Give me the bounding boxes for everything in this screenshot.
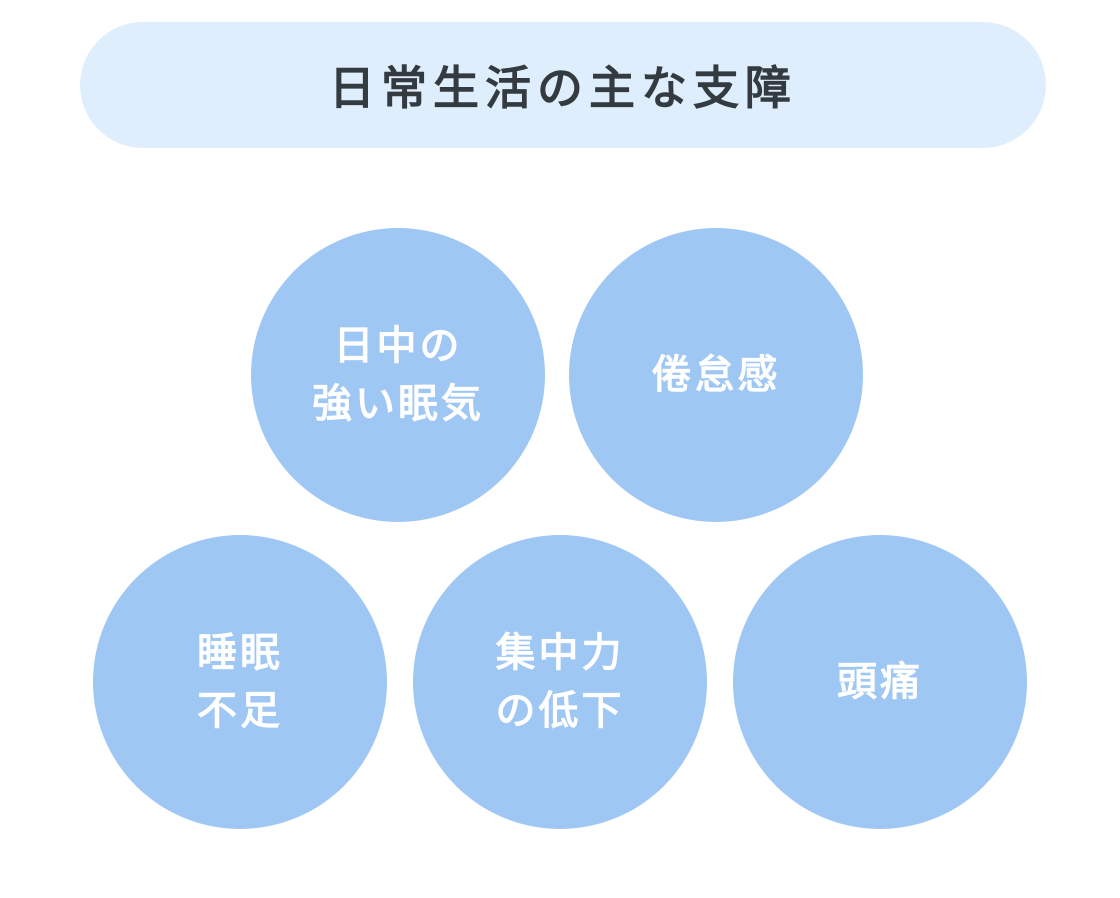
symptom-label-line: 日中の	[333, 323, 463, 369]
symptom-circle-concentration-loss: 集中力 の低下	[413, 535, 707, 829]
symptom-circle-daytime-sleepiness: 日中の 強い眠気	[251, 228, 545, 522]
title-banner: 日常生活の主な支障	[80, 22, 1046, 148]
symptom-label-line: の低下	[495, 688, 625, 734]
symptom-label-line: 強い眠気	[312, 381, 484, 427]
symptom-circle-sleep-deprivation: 睡眠 不足	[93, 535, 387, 829]
page-title: 日常生活の主な支障	[329, 61, 797, 115]
symptom-circle-fatigue: 倦怠感	[569, 228, 863, 522]
symptom-label-line: 倦怠感	[651, 352, 781, 398]
symptom-label-line: 集中力	[495, 630, 625, 676]
symptom-label-line: 頭痛	[837, 659, 923, 705]
symptom-label-line: 睡眠	[197, 630, 283, 676]
symptom-label-line: 不足	[197, 688, 283, 734]
symptom-circle-headache: 頭痛	[733, 535, 1027, 829]
